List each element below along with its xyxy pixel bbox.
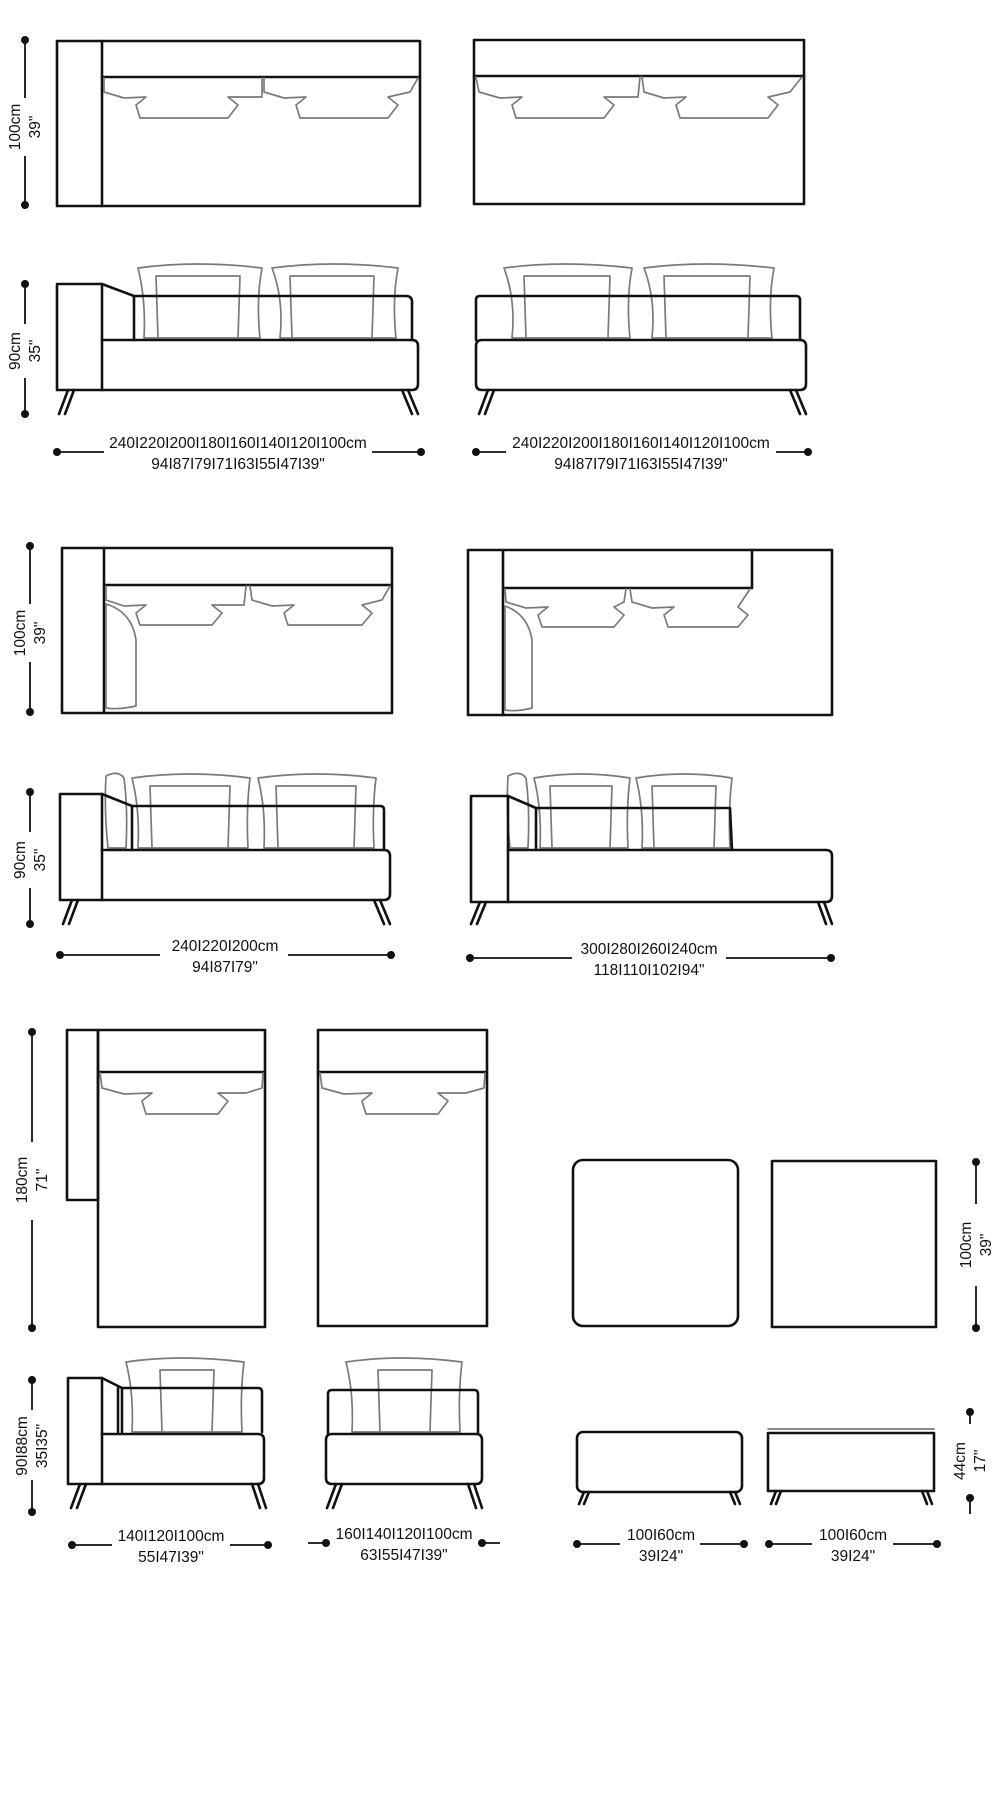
module-2-corner-plan: [60, 546, 394, 715]
row1-depth-in-label: 39": [27, 116, 44, 139]
module-3-no-arm-elevation: [324, 1357, 484, 1510]
ottoman-b-width-dimension: 100I60cm 39I24": [765, 1527, 941, 1565]
ottoman-height-cm-label: 44cm: [952, 1442, 969, 1480]
row2-plan-depth-dimension: 100cm 39": [12, 542, 49, 716]
row2a-width-in-label: 94I87I79": [192, 959, 258, 976]
ottoman-b-width-in-label: 39I24": [831, 1548, 875, 1565]
row1-plan-depth-dimension: 100cm 39": [7, 36, 44, 209]
ottoman-square-plan: [770, 1159, 938, 1329]
ottoman-depth-dimension: 100cm 39": [958, 1158, 995, 1332]
row3b-width-cm-label: 160I140I120I100cm: [335, 1526, 472, 1543]
row1a-width-dimension: 240I220I200I180I160I140I120I100cm 94I87I…: [53, 435, 425, 473]
row3a-width-dimension: 140I120I100cm 55I47I39": [68, 1528, 272, 1566]
ottoman-a-width-cm-label: 100I60cm: [627, 1527, 695, 1544]
row3-height-cm-label: 90I88cm: [14, 1416, 31, 1475]
ottoman-square-elevation: [766, 1428, 936, 1506]
row3b-width-dimension: 160I140I120I100cm 63I55I47I39": [308, 1526, 500, 1564]
module-1-left-arm-elevation: [55, 263, 420, 416]
row2-elevation-height-dimension: 90cm 35": [12, 788, 49, 928]
row1-height-in-label: 35": [27, 340, 44, 363]
ottoman-height-dimension: 44cm 17": [952, 1408, 989, 1514]
ottoman-a-width-in-label: 39I24": [639, 1548, 683, 1565]
row1-elevation-height-dimension: 90cm 35": [7, 280, 44, 418]
row2-depth-cm-label: 100cm: [12, 610, 29, 657]
ottoman-depth-in-label: 39": [978, 1234, 995, 1257]
row2-height-in-label: 35": [32, 849, 49, 872]
row2b-width-dimension: 300I280I260I240cm 118I110I102I94": [466, 941, 835, 979]
ottoman-rounded-plan: [571, 1158, 740, 1328]
ottoman-depth-cm-label: 100cm: [958, 1222, 975, 1269]
row2b-width-in-label: 118I110I102I94": [594, 962, 705, 979]
row1a-width-cm-label: 240I220I200I180I160I140I120I100cm: [109, 435, 367, 452]
module-2-chaise-plan: [466, 548, 834, 717]
row2-depth-in-label: 39": [32, 622, 49, 645]
row2-height-cm-label: 90cm: [12, 841, 29, 879]
row2b-width-cm-label: 300I280I260I240cm: [580, 941, 717, 958]
row3-depth-cm-label: 180cm: [14, 1157, 31, 1204]
row3-height-in-label: 35I35": [34, 1424, 51, 1468]
module-3-arm-elevation: [66, 1357, 268, 1510]
row1b-width-cm-label: 240I220I200I180I160I140I120I100cm: [512, 435, 770, 452]
row3a-width-in-label: 55I47I39": [138, 1549, 204, 1566]
row1b-width-in-label: 94I87I79I71I63I55I47I39": [554, 456, 728, 473]
row3b-width-in-label: 63I55I47I39": [360, 1547, 447, 1564]
ottoman-rounded-elevation: [575, 1430, 744, 1506]
ottoman-b-width-cm-label: 100I60cm: [819, 1527, 887, 1544]
row2a-width-dimension: 240I220I200cm 94I87I79": [56, 938, 395, 976]
row3-elevation-height-dimension: 90I88cm 35I35": [14, 1376, 51, 1516]
ottoman-height-in-label: 17": [972, 1450, 989, 1473]
module-2-chaise-elevation: [469, 772, 834, 926]
row3-depth-in-label: 71": [34, 1169, 51, 1192]
row2a-width-cm-label: 240I220I200cm: [172, 938, 279, 955]
ottoman-a-width-dimension: 100I60cm 39I24": [573, 1527, 748, 1565]
row3-plan-depth-dimension: 180cm 71": [14, 1028, 51, 1332]
row1a-width-in-label: 94I87I79I71I63I55I47I39": [151, 456, 325, 473]
module-3-arm-deep-plan: [65, 1028, 267, 1329]
row1b-width-dimension: 240I220I200I180I160I140I120I100cm 94I87I…: [472, 435, 812, 473]
module-1-no-arm-plan: [472, 38, 806, 206]
row3a-width-cm-label: 140I120I100cm: [118, 1528, 225, 1545]
module-3-no-arm-deep-plan: [316, 1028, 489, 1328]
row1-height-cm-label: 90cm: [7, 332, 24, 370]
module-1-left-arm-plan: [55, 39, 422, 208]
module-1-no-arm-elevation: [474, 263, 808, 416]
module-2-corner-elevation: [58, 772, 392, 926]
row1-depth-cm-label: 100cm: [7, 104, 24, 151]
